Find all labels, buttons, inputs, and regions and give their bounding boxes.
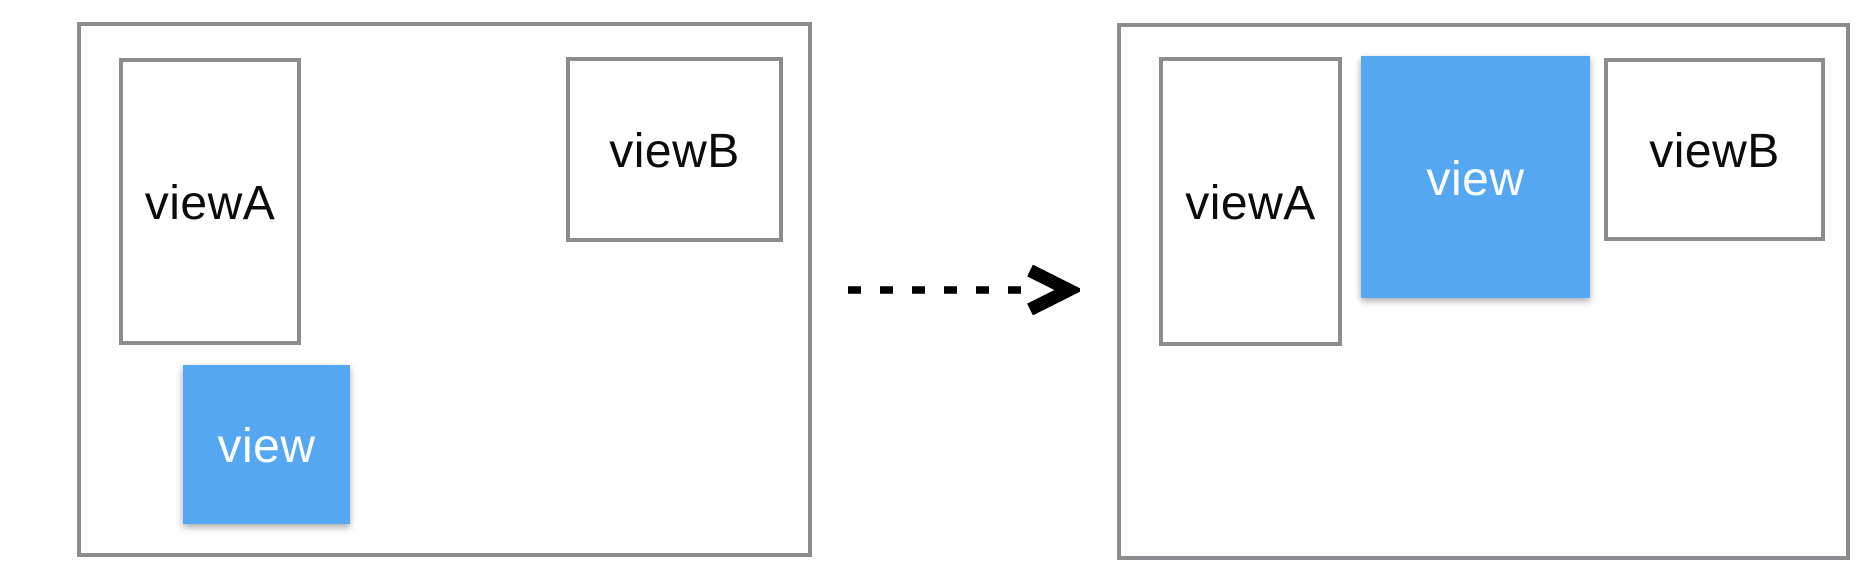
superview-panel-after: viewA view viewB: [1117, 23, 1850, 560]
viewA-label-before: viewA: [144, 177, 276, 230]
view-box-before: view: [183, 365, 350, 524]
viewB-label-before: viewB: [609, 125, 740, 178]
view-label-before: view: [217, 420, 316, 473]
viewB-label-after: viewB: [1649, 125, 1780, 178]
viewA-label-after: viewA: [1185, 177, 1316, 230]
view-label-after: view: [1426, 152, 1525, 206]
viewA-box-before: viewA: [119, 58, 301, 345]
view-box-after: view: [1361, 56, 1590, 298]
viewB-box-after: viewB: [1604, 58, 1825, 241]
viewB-box-before: viewB: [566, 57, 783, 242]
superview-panel-before: viewA viewB view: [77, 22, 812, 557]
viewA-box-after: viewA: [1159, 57, 1342, 346]
dashed-right-arrow-icon: [848, 264, 1080, 316]
